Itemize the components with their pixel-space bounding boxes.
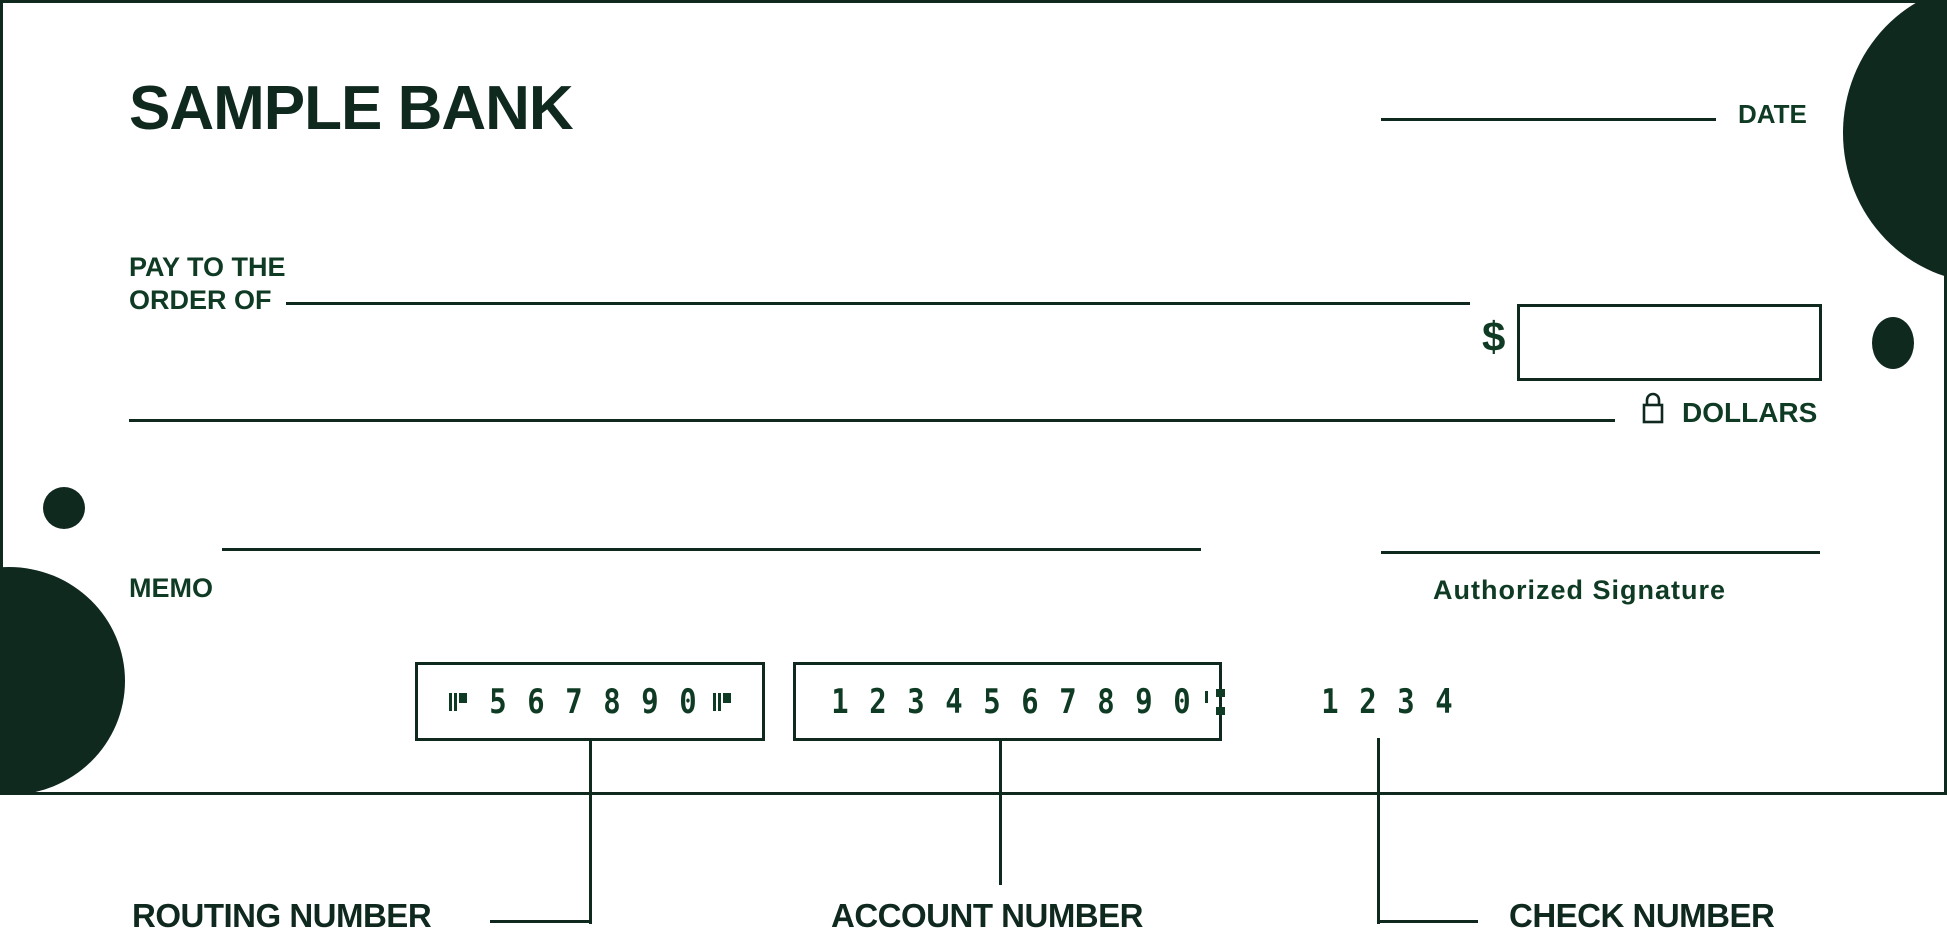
written-amount-line[interactable]	[129, 419, 1615, 422]
account-digit: 7	[1059, 682, 1077, 722]
check: SAMPLE BANK DATE PAY TO THE ORDER OF $ D…	[0, 0, 1947, 795]
signature-label: Authorized Signature	[1433, 575, 1727, 605]
signature-line[interactable]	[1381, 551, 1820, 554]
decorative-dot-right	[1872, 317, 1914, 369]
amount-field[interactable]	[1517, 304, 1822, 381]
lock-icon	[1642, 392, 1664, 424]
routing-digit: 9	[641, 682, 659, 722]
account-digit: 5	[983, 682, 1001, 722]
date-field-line[interactable]	[1381, 118, 1716, 121]
check-digit: 1	[1321, 682, 1339, 722]
pay-to-label: PAY TO THE ORDER OF	[129, 251, 286, 317]
account-number-label: ACCOUNT NUMBER	[831, 897, 1143, 934]
routing-digit: 7	[565, 682, 583, 722]
account-digit: 4	[945, 682, 963, 722]
payee-field-line[interactable]	[286, 302, 1470, 305]
account-digit: 9	[1135, 682, 1153, 722]
on-us-symbol-icon	[1205, 689, 1225, 715]
account-digit: 1	[831, 682, 849, 722]
dollars-label: DOLLARS	[1682, 397, 1818, 428]
decorative-dot-left	[43, 487, 85, 529]
check-digit: 4	[1435, 682, 1453, 722]
account-digit: 2	[869, 682, 887, 722]
routing-connector-vertical	[589, 738, 592, 924]
account-digit: 0	[1173, 682, 1191, 722]
check-number-label: CHECK NUMBER	[1509, 897, 1775, 934]
routing-digit: 0	[679, 682, 697, 722]
transit-symbol-icon	[449, 691, 479, 713]
currency-symbol: $	[1482, 313, 1506, 360]
account-number-box	[793, 662, 1222, 741]
check-digit: 2	[1359, 682, 1377, 722]
routing-number-label: ROUTING NUMBER	[132, 897, 432, 934]
memo-field-line[interactable]	[222, 548, 1201, 551]
routing-digit: 5	[489, 682, 507, 722]
memo-label: MEMO	[129, 573, 213, 603]
routing-number-micr: 5 6 7 8 9 0	[449, 682, 743, 722]
date-label: DATE	[1738, 99, 1807, 129]
routing-digit: 8	[603, 682, 621, 722]
routing-digit: 6	[527, 682, 545, 722]
pay-to-label-line1: PAY TO THE	[129, 252, 286, 282]
decorative-circle-top-right	[1843, 3, 1944, 283]
check-number-micr: 1 2 3 4	[1311, 682, 1463, 722]
check-connector-horizontal	[1377, 920, 1478, 923]
decorative-circle-bottom-left	[3, 567, 125, 792]
account-connector-vertical	[999, 738, 1002, 885]
transit-symbol-icon	[713, 691, 743, 713]
account-digit: 8	[1097, 682, 1115, 722]
bank-name: SAMPLE BANK	[129, 74, 574, 143]
account-number-micr: 1 2 3 4 5 6 7 8 9 0	[821, 682, 1225, 722]
account-digit: 6	[1021, 682, 1039, 722]
check-connector-vertical	[1377, 738, 1380, 924]
routing-connector-horizontal	[490, 920, 592, 923]
check-digit: 3	[1397, 682, 1415, 722]
pay-to-label-line2: ORDER OF	[129, 285, 272, 315]
account-digit: 3	[907, 682, 925, 722]
